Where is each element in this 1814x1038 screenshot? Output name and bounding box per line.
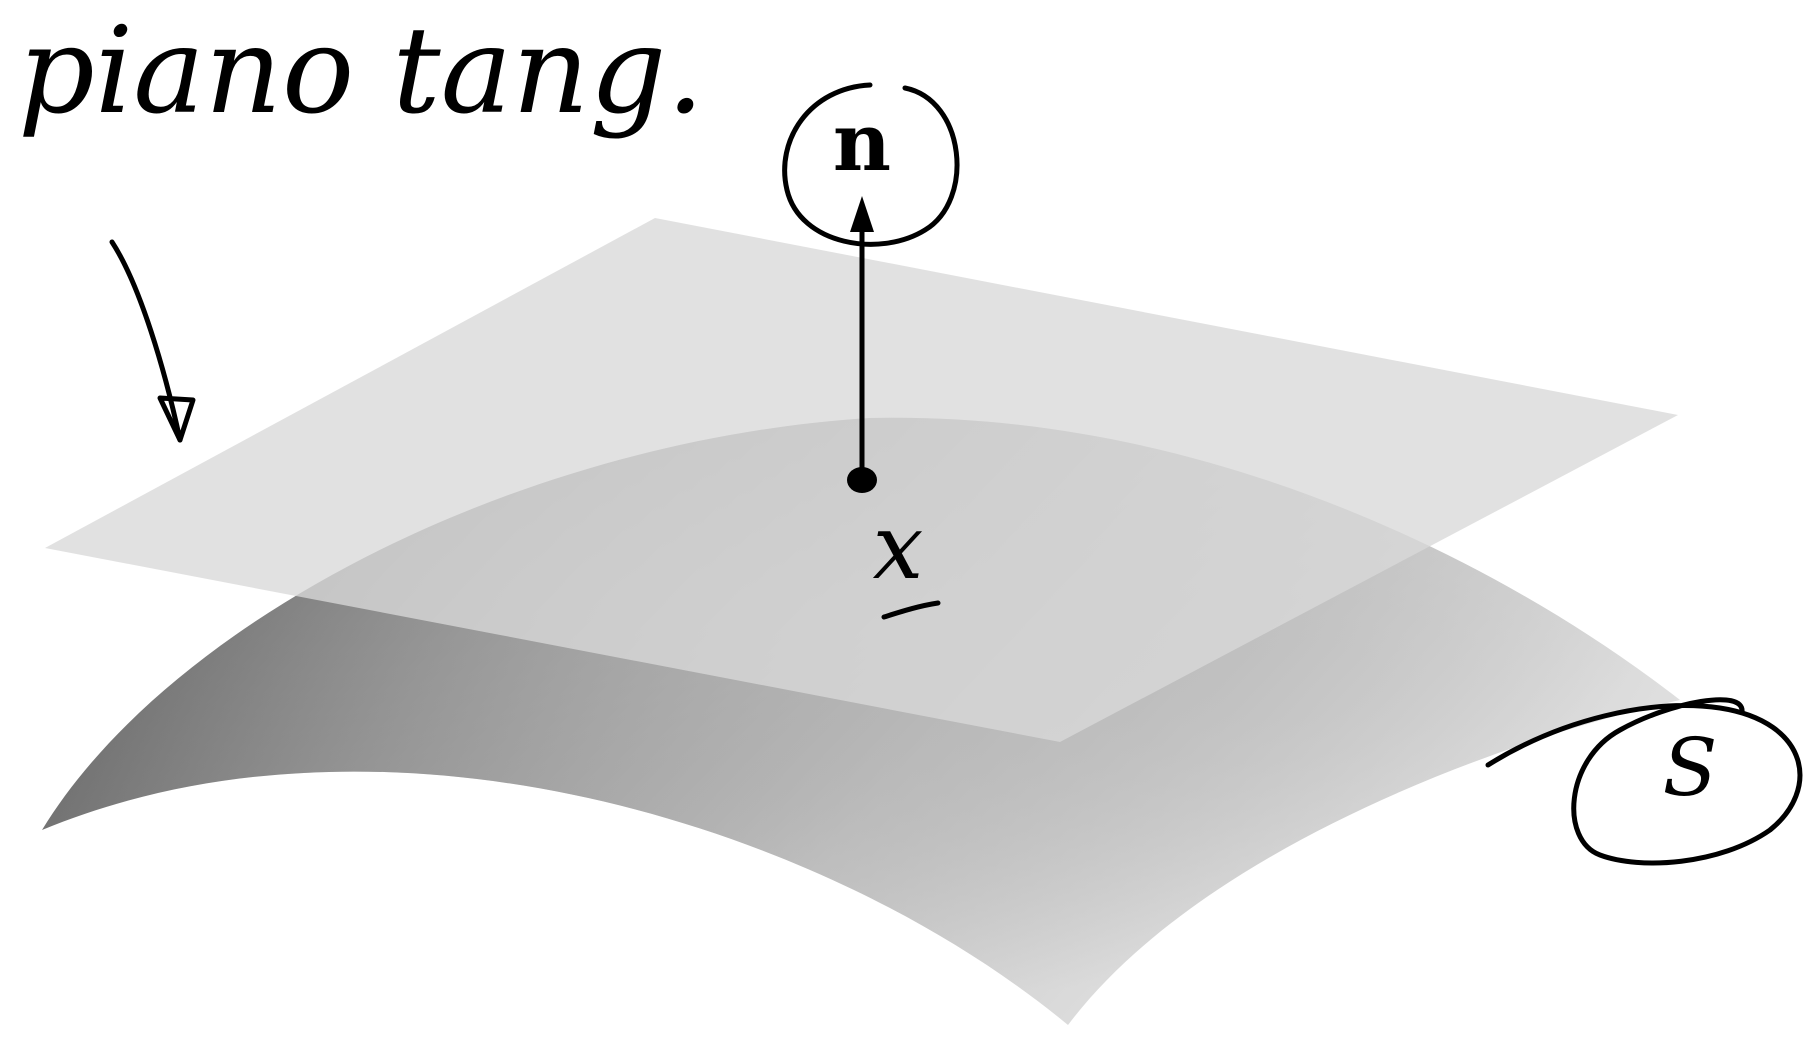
normal-label: n xyxy=(833,95,891,189)
normal-vector xyxy=(850,196,874,481)
arrow-up-icon xyxy=(850,196,874,232)
normal-label-circle xyxy=(782,82,960,247)
dot-icon xyxy=(847,467,877,493)
surface-label: S xyxy=(1663,721,1718,814)
point-label: x xyxy=(873,495,924,600)
handwritten-arrow-icon xyxy=(109,239,196,443)
plane-annotation-label: piano tang. xyxy=(18,2,704,141)
surface-label-circle xyxy=(1485,697,1803,866)
point-label-underline xyxy=(881,600,941,620)
